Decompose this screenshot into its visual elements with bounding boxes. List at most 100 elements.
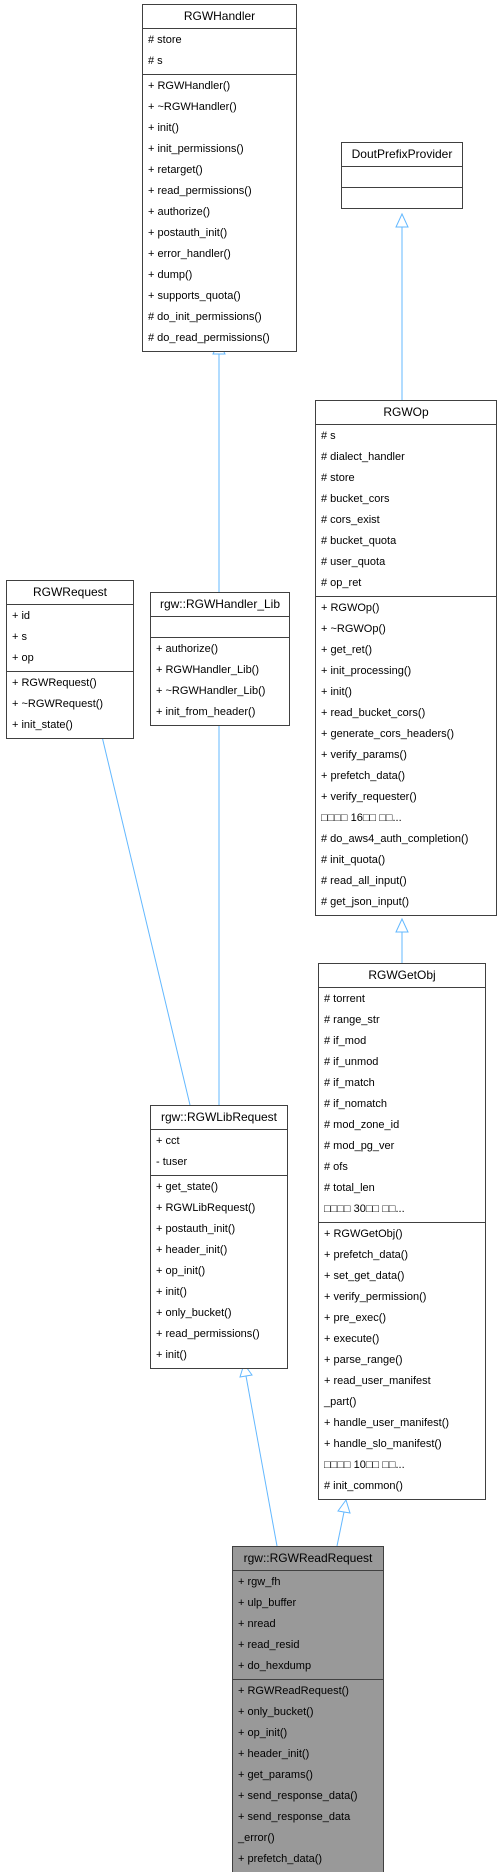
member-row[interactable]: # s	[321, 430, 336, 442]
member-row[interactable]: + send_response_data	[238, 1811, 351, 1823]
member-row[interactable]: + read_bucket_cors()	[321, 707, 426, 719]
member-row[interactable]: + RGWGetObj()	[324, 1228, 403, 1240]
member-row[interactable]: # mod_pg_ver	[324, 1140, 395, 1152]
member-row[interactable]: + postauth_init()	[148, 227, 228, 239]
member-row[interactable]: + init_permissions()	[148, 143, 244, 155]
member-row[interactable]: + RGWHandler()	[148, 80, 231, 92]
member-row[interactable]: + generate_cors_headers()	[321, 728, 454, 740]
member-row[interactable]: + get_params()	[238, 1769, 313, 1781]
class-rgwop[interactable]: RGWOp # s# dialect_handler# store# bucke…	[315, 400, 497, 916]
class-rgwrequest[interactable]: RGWRequest + id+ s+ op + RGWRequest()+ ~…	[6, 580, 134, 739]
member-row[interactable]: + authorize()	[156, 643, 219, 655]
member-row[interactable]: # if_match	[324, 1077, 375, 1089]
member-row[interactable]: + authorize()	[148, 206, 211, 218]
member-row[interactable]: + read_resid	[238, 1639, 300, 1651]
member-row[interactable]: □□□□ 16□□ □□...	[321, 812, 402, 824]
member-row[interactable]: + id	[12, 610, 31, 622]
member-row[interactable]: # do_read_permissions()	[148, 332, 270, 344]
member-row[interactable]: + RGWHandler_Lib()	[156, 664, 260, 676]
member-row[interactable]: # if_mod	[324, 1035, 367, 1047]
class-rgwhandler[interactable]: RGWHandler # store# s + RGWHandler()+ ~R…	[142, 4, 297, 352]
member-row[interactable]: # user_quota	[321, 556, 386, 568]
member-row[interactable]: + init_from_header()	[156, 706, 256, 718]
member-row[interactable]: # op_ret	[321, 577, 362, 589]
member-row[interactable]: + op_init()	[238, 1727, 288, 1739]
member-row[interactable]: + prefetch_data()	[324, 1249, 409, 1261]
member-row[interactable]: # do_init_permissions()	[148, 311, 262, 323]
member-row[interactable]: + get_state()	[156, 1181, 219, 1193]
member-row[interactable]: + op_init()	[156, 1265, 206, 1277]
member-row[interactable]: # do_aws4_auth_completion()	[321, 833, 469, 845]
member-row[interactable]: + RGWLibRequest()	[156, 1202, 256, 1214]
member-row[interactable]: + init()	[156, 1349, 187, 1361]
member-row[interactable]: + ~RGWHandler()	[148, 101, 237, 113]
member-row[interactable]: - tuser	[156, 1156, 188, 1168]
member-row[interactable]: # ofs	[324, 1161, 348, 1173]
member-row[interactable]: + supports_quota()	[148, 290, 241, 302]
member-row[interactable]: + postauth_init()	[156, 1223, 236, 1235]
member-row[interactable]: + only_bucket()	[238, 1706, 314, 1718]
member-row[interactable]: + ~RGWRequest()	[12, 698, 104, 710]
member-row[interactable]: + op	[12, 652, 34, 664]
member-row[interactable]: # if_nomatch	[324, 1098, 387, 1110]
member-row[interactable]: # get_json_input()	[321, 896, 410, 908]
member-row[interactable]: # mod_zone_id	[324, 1119, 400, 1131]
member-row[interactable]: + do_hexdump	[238, 1660, 312, 1672]
member-row[interactable]: + nread	[238, 1618, 276, 1630]
member-row[interactable]: # bucket_cors	[321, 493, 390, 505]
member-row[interactable]: _part()	[324, 1396, 357, 1408]
member-row[interactable]: # read_all_input()	[321, 875, 407, 887]
member-row[interactable]: + send_response_data()	[238, 1790, 358, 1802]
member-row[interactable]: + verify_permission()	[324, 1291, 427, 1303]
member-row[interactable]: □□□□ 10□□ □□...	[324, 1459, 405, 1471]
member-row[interactable]: # init_quota()	[321, 854, 386, 866]
member-row[interactable]: + read_user_manifest	[324, 1375, 431, 1387]
member-row[interactable]: # cors_exist	[321, 514, 380, 526]
member-row[interactable]: + only_bucket()	[156, 1307, 232, 1319]
class-doutprefixprovider[interactable]: DoutPrefixProvider	[341, 142, 463, 209]
member-row[interactable]: # bucket_quota	[321, 535, 397, 547]
member-row[interactable]: + RGWRequest()	[12, 677, 97, 689]
member-row[interactable]: # init_common()	[324, 1480, 403, 1492]
member-row[interactable]: + verify_requester()	[321, 791, 417, 803]
member-row[interactable]: + dump()	[148, 269, 193, 281]
member-row[interactable]: + init_processing()	[321, 665, 412, 677]
class-rgwreadrequest[interactable]: rgw::RGWReadRequest + rgw_fh+ ulp_buffer…	[232, 1546, 384, 1872]
member-row[interactable]: + get_ret()	[321, 644, 373, 656]
member-row[interactable]: + s	[12, 631, 27, 643]
member-row[interactable]: + cct	[156, 1135, 180, 1147]
member-row[interactable]: + rgw_fh	[238, 1576, 281, 1588]
member-row[interactable]: + verify_params()	[321, 749, 407, 761]
member-row[interactable]: # torrent	[324, 993, 365, 1005]
member-row[interactable]: + RGWReadRequest()	[238, 1685, 349, 1697]
member-row[interactable]: # dialect_handler	[321, 451, 405, 463]
member-row[interactable]: + ~RGWOp()	[321, 623, 386, 635]
class-rgwlibrequest[interactable]: rgw::RGWLibRequest + cct- tuser + get_st…	[150, 1105, 288, 1369]
member-row[interactable]: + ulp_buffer	[238, 1597, 297, 1609]
member-row[interactable]: # range_str	[324, 1014, 380, 1026]
member-row[interactable]: + set_get_data()	[324, 1270, 405, 1282]
member-row[interactable]: + prefetch_data()	[238, 1853, 323, 1865]
member-row[interactable]: # if_unmod	[324, 1056, 379, 1068]
class-rgwhandler-lib[interactable]: rgw::RGWHandler_Lib + authorize()+ RGWHa…	[150, 592, 290, 726]
member-row[interactable]: + handle_user_manifest()	[324, 1417, 450, 1429]
member-row[interactable]: + header_init()	[238, 1748, 310, 1760]
member-row[interactable]: + header_init()	[156, 1244, 228, 1256]
member-row[interactable]: + pre_exec()	[324, 1312, 387, 1324]
member-row[interactable]: + parse_range()	[324, 1354, 403, 1366]
member-row[interactable]: # s	[148, 55, 163, 67]
member-row[interactable]: + retarget()	[148, 164, 203, 176]
member-row[interactable]: # store	[321, 472, 355, 484]
member-row[interactable]: _error()	[238, 1832, 275, 1844]
member-row[interactable]: + handle_slo_manifest()	[324, 1438, 442, 1450]
member-row[interactable]: + execute()	[324, 1333, 380, 1345]
member-row[interactable]: + init()	[156, 1286, 187, 1298]
member-row[interactable]: □□□□ 30□□ □□...	[324, 1203, 405, 1215]
member-row[interactable]: + prefetch_data()	[321, 770, 406, 782]
member-row[interactable]: # store	[148, 34, 182, 46]
member-row[interactable]: + init()	[321, 686, 352, 698]
member-row[interactable]: + error_handler()	[148, 248, 231, 260]
member-row[interactable]: + read_permissions()	[148, 185, 252, 197]
class-rgwgetobj[interactable]: RGWGetObj # torrent# range_str# if_mod# …	[318, 963, 486, 1500]
member-row[interactable]: + init()	[148, 122, 179, 134]
